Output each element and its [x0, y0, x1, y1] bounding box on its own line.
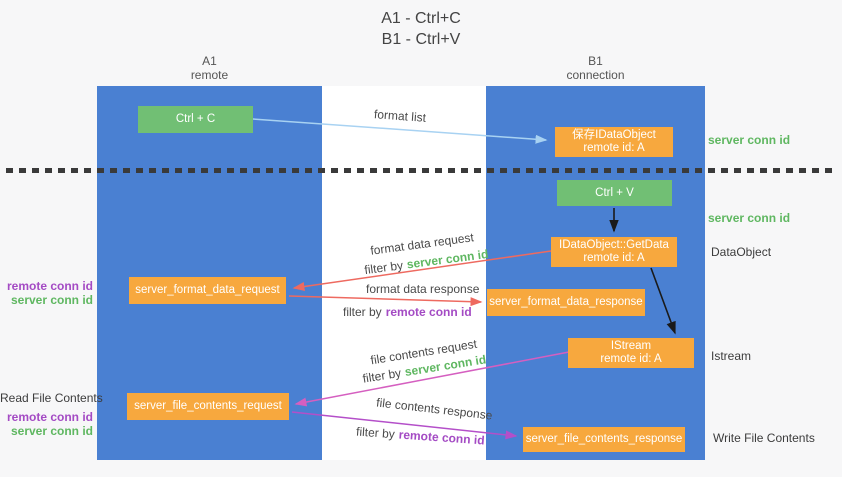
node-getdata-line2: remote id: A	[583, 252, 645, 264]
node-ctrl-c-label: Ctrl + C	[175, 113, 216, 125]
node-save-line1: 保存IDataObject	[572, 129, 656, 141]
label-remote-conn-id-left-1: remote conn id	[6, 279, 93, 293]
label-server-conn-id-left-2: server conn id	[10, 424, 93, 438]
diagram-title: A1 - Ctrl+C B1 - Ctrl+V	[0, 8, 842, 50]
title-line-b1: B1 - Ctrl+V	[381, 31, 461, 48]
title-line-a1: A1 - Ctrl+C	[381, 10, 461, 27]
node-freq-label: server_format_data_request	[135, 284, 280, 296]
label-write-file-contents: Write File Contents	[713, 431, 815, 445]
node-ctrl-v-label: Ctrl + V	[595, 186, 634, 199]
node-save-line2: remote id: A	[583, 142, 645, 154]
copy-paste-divider-dotted-line	[6, 168, 836, 173]
label-server-conn-id-left-1: server conn id	[10, 293, 93, 307]
node-save-idataobject: 保存IDataObject remote id: A	[555, 127, 673, 157]
node-istream: IStream remote id: A	[568, 338, 694, 368]
node-server-file-contents-request: server_file_contents_request	[127, 393, 289, 420]
lane-a1-role: remote	[190, 68, 229, 82]
label-dataobject: DataObject	[711, 245, 772, 259]
node-idataobject-getdata: IDataObject::GetData remote id: A	[551, 237, 677, 267]
lane-header-a1: A1 remote	[97, 54, 322, 82]
node-getdata-line1: IDataObject::GetData	[559, 239, 669, 251]
lane-header-b1: B1 connection	[486, 54, 705, 82]
node-istream-line1: IStream	[610, 340, 652, 352]
label-istream: Istream	[711, 349, 752, 363]
arrow-label-format-data-response: format data response	[366, 282, 479, 296]
node-istream-line2: remote id: A	[600, 353, 662, 365]
format-data-response-text: format data response	[366, 282, 480, 296]
label-remote-conn-id-left-2: remote conn id	[6, 410, 93, 424]
label-server-conn-id-top: server conn id	[708, 133, 791, 147]
lane-a1-name: A1	[202, 54, 217, 68]
node-fresp-label: server_format_data_response	[489, 296, 643, 308]
filter-by-text: filter by	[343, 305, 382, 319]
node-fcresp-label: server_file_contents_response	[525, 433, 683, 445]
node-server-format-data-response: server_format_data_response	[487, 289, 645, 316]
remote-conn-id-text: remote conn id	[385, 305, 472, 319]
filter-by-text: filter by	[355, 424, 396, 442]
label-server-conn-id-mid: server conn id	[708, 211, 791, 225]
label-read-file-contents: Read File Contents	[0, 391, 103, 405]
node-server-file-contents-response: server_file_contents_response	[523, 427, 685, 452]
node-ctrl-c: Ctrl + C	[138, 106, 253, 133]
node-ctrl-v: Ctrl + V	[557, 180, 672, 206]
bottom-strip	[0, 477, 842, 485]
lane-b1-name: B1	[588, 54, 603, 68]
lane-b1-role: connection	[566, 68, 625, 82]
node-fcreq-label: server_file_contents_request	[134, 400, 282, 412]
node-server-format-data-request: server_format_data_request	[129, 277, 286, 304]
